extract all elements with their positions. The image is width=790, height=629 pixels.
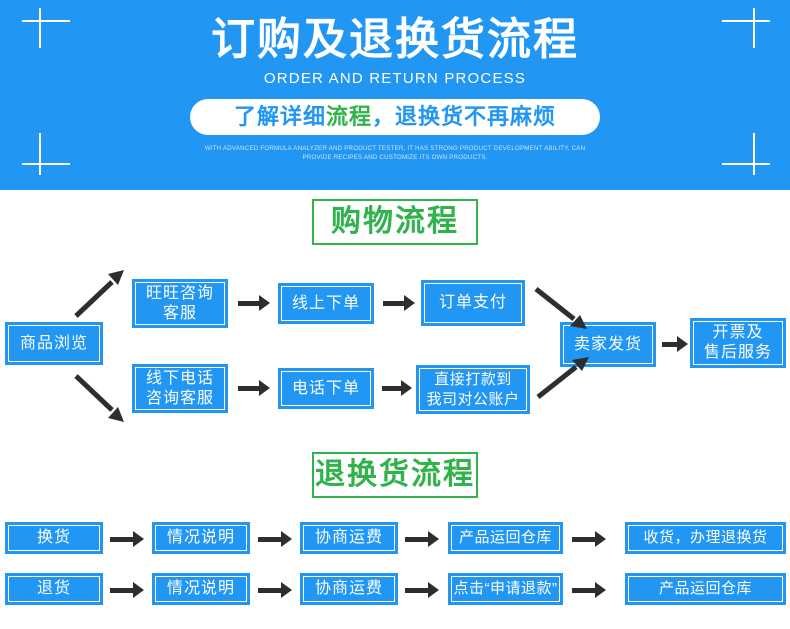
banner-fine-print: WITH ADVANCED FORMULA ANALYZER AND PRODU… — [204, 145, 586, 161]
node-refund-step-5-label: 产品运回仓库 — [658, 580, 752, 597]
tagline-highlight: 流程 — [325, 104, 372, 129]
arrow-phone-order-to-direct-transfer — [382, 380, 412, 396]
node-online-order-label: 线上下单 — [291, 294, 360, 312]
node-exchange-step-4-label: 产品运回仓库 — [458, 529, 552, 546]
node-exchange-step-5-label: 收货，办理退换货 — [643, 529, 768, 546]
node-refund-step-2[interactable]: 情况说明 — [152, 573, 250, 605]
node-exchange-step-1[interactable]: 换货 — [5, 522, 103, 554]
node-phone-order-label: 电话下单 — [291, 379, 360, 397]
node-offline-phone-consult-label: 线下电话 咨询客服 — [145, 369, 214, 407]
tagline-pill: 了解详细流程，退换货不再麻烦 — [190, 99, 600, 135]
node-online-order[interactable]: 线上下单 — [278, 283, 374, 324]
node-offline-phone-consult[interactable]: 线下电话 咨询客服 — [132, 364, 228, 413]
arrow-order-payment-to-seller-ship — [534, 287, 587, 329]
page-title: 订购及退换货流程 — [211, 15, 579, 64]
node-exchange-step-4[interactable]: 产品运回仓库 — [448, 522, 563, 554]
arrow-refund-3-to-4 — [405, 582, 439, 598]
node-wangwang-consult-label: 旺旺咨询 客服 — [145, 284, 214, 322]
arrow-refund-1-to-2 — [110, 582, 144, 598]
node-refund-step-1-label: 退货 — [36, 580, 71, 597]
arrow-direct-transfer-to-seller-ship — [536, 357, 589, 399]
node-refund-step-3-label: 协商运费 — [314, 580, 383, 597]
node-direct-transfer-label: 直接打款到 我司对公账户 — [426, 370, 520, 408]
header-banner: 订购及退换货流程 ORDER AND RETURN PROCESS 了解详细流程… — [0, 0, 790, 190]
node-exchange-step-1-label: 换货 — [36, 529, 71, 546]
node-order-payment[interactable]: 订单支付 — [421, 280, 525, 326]
section-heading-return: 退换货流程 — [312, 452, 478, 498]
node-exchange-step-3-label: 协商运费 — [314, 529, 383, 546]
node-refund-step-4-label: 点击“申请退款” — [453, 580, 558, 597]
node-phone-order[interactable]: 电话下单 — [278, 368, 374, 409]
node-exchange-step-5[interactable]: 收货，办理退换货 — [625, 522, 786, 554]
node-direct-transfer[interactable]: 直接打款到 我司对公账户 — [416, 365, 530, 414]
arrow-exchange-3-to-4 — [405, 531, 439, 547]
node-refund-step-2-label: 情况说明 — [166, 580, 235, 597]
arrow-refund-2-to-3 — [258, 582, 292, 598]
tagline-part-1: 了解详细 — [233, 104, 326, 129]
corner-crosshair-top-left-icon — [22, 8, 70, 48]
section-heading-shopping: 购物流程 — [312, 199, 478, 245]
node-exchange-step-2-label: 情况说明 — [166, 529, 235, 546]
node-refund-step-5[interactable]: 产品运回仓库 — [625, 573, 786, 605]
node-invoice-aftersales[interactable]: 开票及 售后服务 — [690, 318, 786, 368]
arrow-browse-to-wangwang — [74, 270, 124, 318]
corner-crosshair-bottom-right-icon — [722, 133, 770, 175]
node-refund-step-3[interactable]: 协商运费 — [300, 573, 398, 605]
arrow-exchange-1-to-2 — [110, 531, 144, 547]
node-invoice-aftersales-label: 开票及 售后服务 — [703, 324, 772, 361]
arrow-refund-4-to-5 — [572, 582, 606, 598]
tagline-part-2: ，退换货不再麻烦 — [372, 104, 557, 129]
page-subtitle: ORDER AND RETURN PROCESS — [263, 70, 527, 87]
arrow-wangwang-to-online-order — [238, 295, 270, 311]
section-heading-return-label: 退换货流程 — [315, 458, 475, 491]
node-wangwang-consult[interactable]: 旺旺咨询 客服 — [132, 279, 228, 328]
node-refund-step-1[interactable]: 退货 — [5, 573, 103, 605]
node-browse-products-label: 商品浏览 — [19, 334, 88, 352]
arrow-offline-phone-to-phone-order — [238, 380, 270, 396]
corner-crosshair-top-right-icon — [722, 8, 770, 48]
node-seller-ship-label: 卖家发货 — [573, 335, 642, 353]
section-heading-shopping-label: 购物流程 — [331, 205, 459, 238]
arrow-exchange-2-to-3 — [258, 531, 292, 547]
node-exchange-step-3[interactable]: 协商运费 — [300, 522, 398, 554]
corner-crosshair-bottom-left-icon — [22, 133, 70, 175]
node-refund-step-4[interactable]: 点击“申请退款” — [448, 573, 563, 605]
node-browse-products[interactable]: 商品浏览 — [5, 322, 103, 365]
arrow-seller-ship-to-invoice — [662, 336, 688, 352]
node-order-payment-label: 订单支付 — [438, 294, 507, 311]
node-exchange-step-2[interactable]: 情况说明 — [152, 522, 250, 554]
arrow-online-order-to-payment — [383, 295, 415, 311]
arrow-exchange-4-to-5 — [572, 531, 606, 547]
arrow-browse-to-offline-phone — [74, 374, 124, 422]
